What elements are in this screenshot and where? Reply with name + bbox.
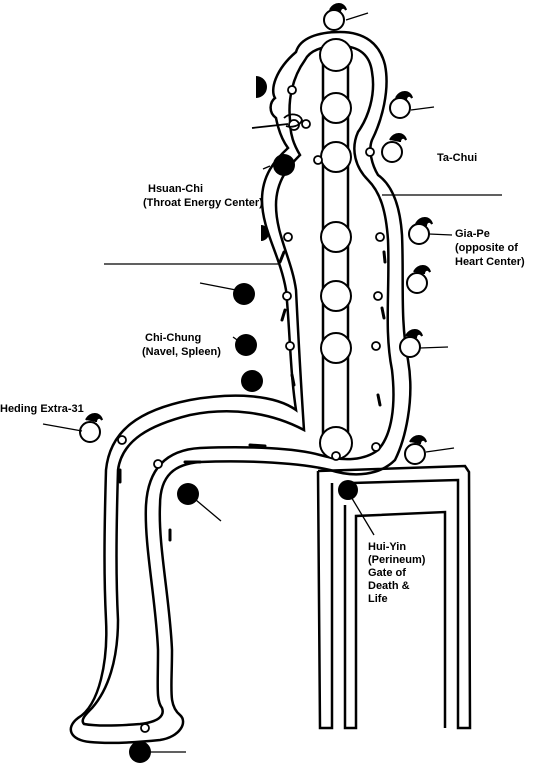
throat-solid-point [273,154,295,176]
channel-dashes [118,250,387,542]
label-gia-pe-line1: Gia-Pe [455,228,490,240]
face-detail [251,113,303,129]
body-outer-outline [69,30,412,745]
crown-half-point [256,76,267,98]
solid-energy-points [129,76,358,763]
label-gia-pe-line3: Heart Center) [455,256,525,268]
label-chi-chung-line2: (Navel, Spleen) [142,346,221,358]
label-gia-pe-line2: (opposite of [455,242,518,254]
flame-point-gia-pe [408,217,433,245]
knee-solid-point [177,483,199,505]
flame-point-back-2 [399,329,423,358]
flame-point-back-1 [406,265,431,294]
chair [316,464,472,730]
lower-solid-point [241,370,263,392]
chest-solid-point [233,283,255,305]
labels: Ta-Chui Hsuan-Chi (Throat Energy Center)… [0,152,525,605]
navel-solid-point [235,334,257,356]
perineum-solid-point [338,480,358,500]
spine-chakras [319,38,353,460]
flame-point-heding [79,413,103,443]
label-hsuan-chi-line2: (Throat Energy Center) [143,197,263,209]
flame-point-ta-chui [381,133,407,163]
flame-point-sacrum [404,435,427,465]
label-hui-yin-line3: Gate of [368,567,406,579]
central-channel [321,60,350,450]
label-chi-chung-line1: Chi-Chung [145,332,201,344]
flame-point-crown [323,3,347,31]
label-hsuan-chi-line1: Hsuan-Chi [148,183,203,195]
leader-lines [42,12,502,753]
label-hui-yin-line5: Life [368,593,388,605]
body-inner-outline [81,44,395,727]
mid-half-point [261,225,269,241]
label-hui-yin-line1: Hui-Yin [368,541,406,553]
label-ta-chui: Ta-Chui [437,152,477,164]
label-hui-yin-line2: (Perineum) [368,554,426,566]
foot-solid-point [129,741,151,763]
label-hui-yin-line4: Death & [368,580,410,592]
label-heding: Heding Extra-31 [0,403,84,415]
flame-point-head [389,91,413,119]
